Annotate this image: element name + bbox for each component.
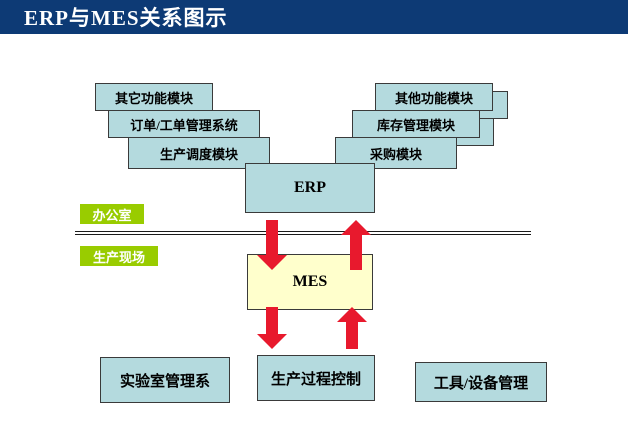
arrow-mes-to-shopfloor-icon — [257, 307, 287, 349]
arrow-head-up-icon — [341, 220, 371, 235]
bottom-box-laboratory-management: 实验室管理系 — [100, 357, 230, 403]
module-box-inventory-management: 库存管理模块 — [352, 110, 480, 138]
erp-box: ERP — [245, 163, 375, 213]
arrow-shaft — [346, 322, 358, 349]
bottom-box-tool-equipment-management: 工具/设备管理 — [415, 362, 547, 402]
arrow-shaft — [266, 220, 278, 255]
module-box-other-functions-right: 其他功能模块 — [375, 83, 493, 111]
office-shopfloor-divider-line — [75, 231, 531, 235]
zone-label-shopfloor: 生产现场 — [80, 246, 158, 266]
module-box-other-functions-left: 其它功能模块 — [95, 83, 213, 111]
zone-label-office: 办公室 — [80, 204, 144, 224]
bottom-box-process-control: 生产过程控制 — [257, 355, 375, 401]
arrow-shopfloor-to-mes-icon — [337, 307, 367, 349]
arrow-shaft — [266, 307, 278, 334]
arrow-head-down-icon — [257, 255, 287, 270]
arrow-head-down-icon — [257, 334, 287, 349]
module-box-order-management: 订单/工单管理系统 — [108, 110, 260, 138]
page-title: ERP与MES关系图示 — [24, 6, 228, 30]
arrow-erp-to-mes-icon — [257, 220, 287, 270]
slide-title-bar: ERP与MES关系图示 — [0, 0, 628, 34]
arrow-mes-to-erp-icon — [341, 220, 371, 270]
arrow-shaft — [350, 235, 362, 270]
arrow-head-up-icon — [337, 307, 367, 322]
